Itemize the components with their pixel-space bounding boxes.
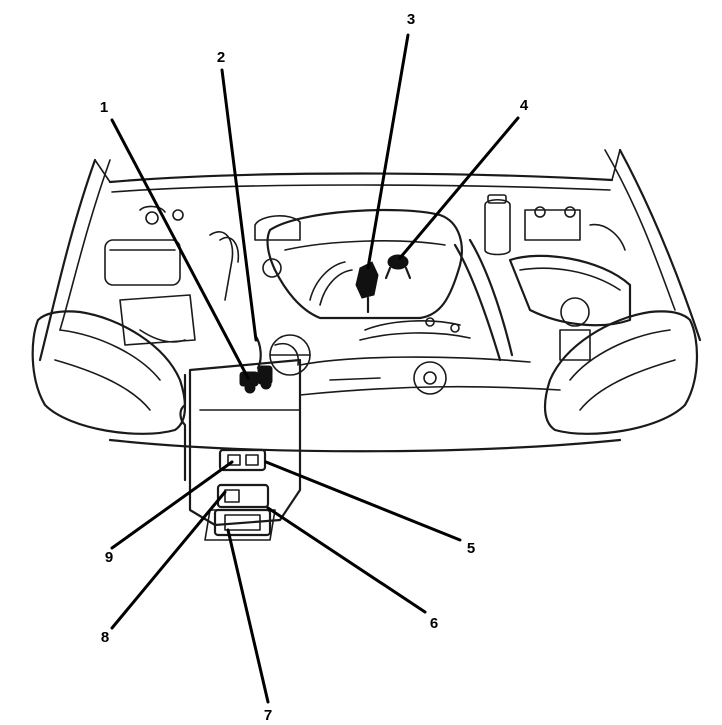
left-headlamp <box>31 310 187 435</box>
callout-9: 9 <box>105 549 113 566</box>
callout-6: 6 <box>430 615 438 632</box>
callout-4: 4 <box>520 97 529 114</box>
leader-5 <box>264 460 462 542</box>
leader-8 <box>110 490 227 630</box>
callout-8: 8 <box>101 629 109 646</box>
leader-lines <box>110 33 520 704</box>
callout-5: 5 <box>467 540 475 557</box>
right-headlamp <box>543 310 698 435</box>
engine-compartment <box>104 194 632 395</box>
leader-4 <box>398 116 520 260</box>
sensor-3 <box>355 261 379 314</box>
callout-labels: 1 2 3 4 5 6 7 8 9 <box>100 11 529 724</box>
vehicle-body <box>38 148 702 453</box>
leader-3 <box>366 33 410 270</box>
leader-9 <box>110 460 234 550</box>
callout-7: 7 <box>264 707 272 724</box>
leader-1 <box>110 118 250 380</box>
sensor-4 <box>384 254 412 280</box>
relay-box-assembly <box>179 333 302 541</box>
callout-2: 2 <box>217 49 225 66</box>
callout-3: 3 <box>407 11 415 28</box>
leader-2 <box>220 68 258 342</box>
leader-7 <box>226 528 270 704</box>
callout-1: 1 <box>100 99 108 116</box>
leader-6 <box>266 506 427 614</box>
